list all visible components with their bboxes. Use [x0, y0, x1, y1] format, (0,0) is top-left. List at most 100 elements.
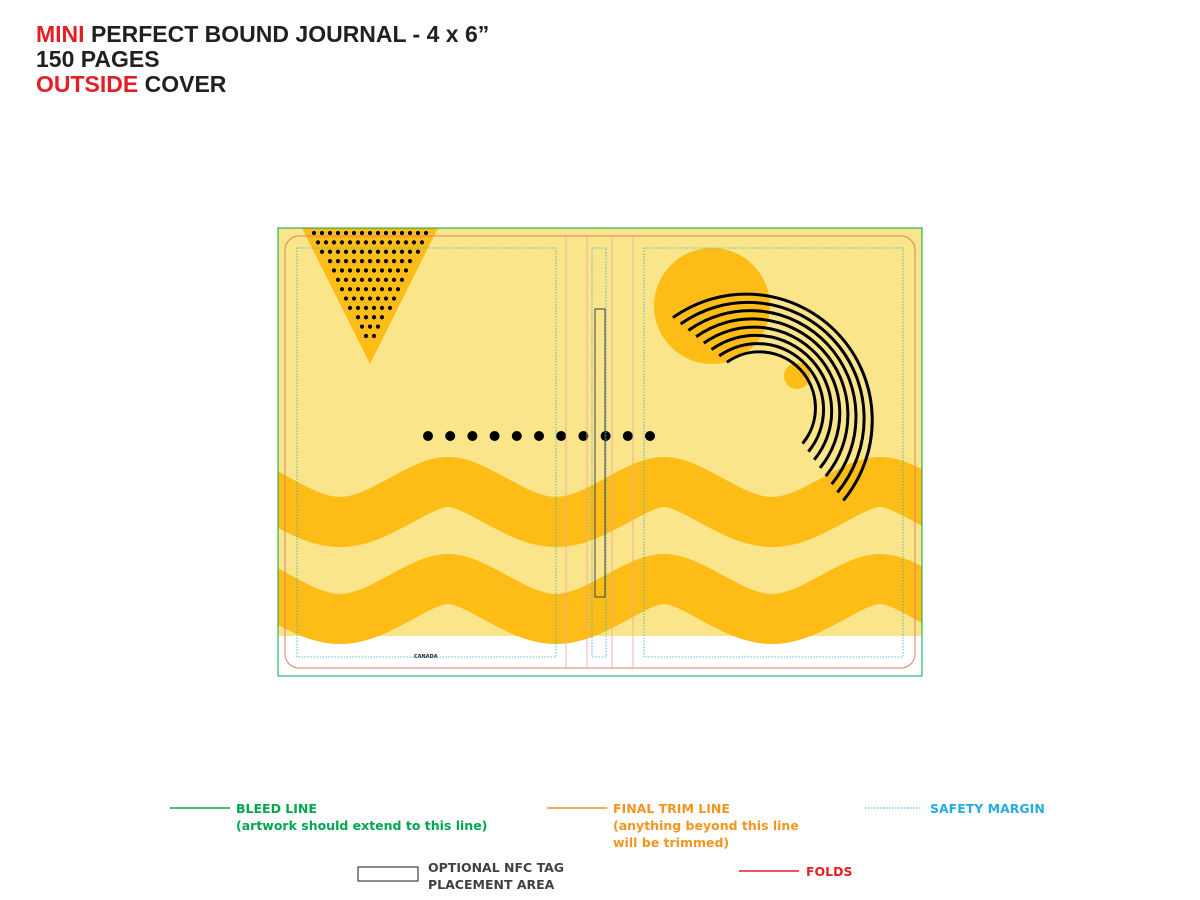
triangle-shape — [302, 228, 438, 364]
triangle-dot — [407, 230, 413, 236]
bottom-blank-band — [278, 636, 922, 676]
legend-nfc-line-1: OPTIONAL NFC TAG — [428, 860, 565, 875]
arc-stroke — [725, 350, 817, 445]
arc-stroke — [687, 309, 858, 486]
triangle-dot — [407, 258, 413, 264]
legend-safety-title: SAFETY MARGIN — [930, 801, 1045, 816]
triangle-dot — [335, 277, 341, 282]
triangle-dot — [391, 249, 397, 254]
triangle-dot — [367, 296, 373, 301]
triangle-dot — [371, 287, 377, 292]
triangle-dot — [415, 230, 421, 236]
triangle-dot — [379, 240, 385, 245]
header-title: PERFECT BOUND JOURNAL - 4 x 6” — [84, 21, 490, 47]
arc-stroke — [679, 300, 866, 494]
fold-lines — [565, 236, 634, 668]
triangle-dot — [363, 333, 369, 339]
triangle-dot — [403, 240, 409, 245]
triangle-dot — [355, 268, 361, 273]
triangle-dot — [387, 240, 393, 245]
safety-margin-spine — [591, 247, 607, 658]
triangle-dot — [367, 230, 373, 236]
triangle-dot — [327, 230, 333, 236]
triangle-dot — [415, 249, 421, 254]
cover-artwork: CANADA — [278, 228, 922, 676]
triangle-dot — [347, 268, 353, 273]
triangle-dot — [367, 258, 373, 264]
triangle-dot — [379, 305, 385, 311]
triangle-dot — [395, 287, 401, 292]
triangle-dot — [343, 249, 349, 254]
triangle-dot — [371, 315, 377, 320]
nfc-placement-area — [594, 308, 606, 598]
wave-upper — [278, 456, 922, 548]
triangle-dot — [399, 230, 405, 236]
triangle-dot — [331, 268, 337, 273]
arc-stroke — [718, 342, 826, 453]
legend-bleed: BLEED LINE (artwork should extend to thi… — [236, 800, 487, 834]
triangle-dot — [343, 277, 349, 282]
triangle-dot — [339, 287, 345, 292]
triangle-dot — [379, 315, 385, 320]
triangle-dot — [383, 258, 389, 264]
header-accent-outside: OUTSIDE — [36, 71, 139, 97]
legend-safety: SAFETY MARGIN — [930, 800, 1045, 817]
triangle-dot — [319, 230, 325, 236]
triangle-dot — [399, 258, 405, 264]
triangle-dot — [391, 230, 397, 236]
legend-trim-note-1: (anything beyond this line — [613, 818, 799, 833]
row-dot — [511, 431, 522, 441]
triangle-dot — [311, 230, 317, 236]
row-dot — [578, 431, 589, 441]
legend-trim: FINAL TRIM LINE (anything beyond this li… — [613, 800, 799, 851]
triangle-dot — [363, 268, 369, 273]
triangle-dot — [371, 305, 377, 311]
triangle-dot — [363, 287, 369, 292]
triangle-dot — [319, 249, 325, 254]
legend-bleed-title: BLEED LINE — [236, 801, 317, 816]
legend-trim-title: FINAL TRIM LINE — [613, 801, 730, 816]
triangle-dot — [343, 296, 349, 301]
large-circle — [654, 248, 770, 364]
row-dot — [622, 431, 633, 441]
triangle-dot — [391, 296, 397, 301]
triangle-dot — [331, 240, 337, 245]
triangle-dot — [347, 287, 353, 292]
safety-margin-back — [296, 247, 557, 658]
triangle-dot — [383, 249, 389, 254]
legend-nfc: OPTIONAL NFC TAG PLACEMENT AREA — [428, 859, 564, 893]
header-line-3: OUTSIDE COVER — [36, 72, 489, 97]
triangle-dot — [359, 277, 365, 282]
triangle-dot — [323, 240, 329, 245]
triangle-dot — [391, 277, 397, 282]
triangle-dot — [355, 287, 361, 292]
legend-folds-title: FOLDS — [806, 864, 853, 879]
triangle-dot — [387, 287, 393, 292]
legend-bleed-note: (artwork should extend to this line) — [236, 818, 488, 833]
triangle-dot — [351, 249, 357, 254]
triangle-dot — [375, 296, 381, 301]
triangle-dot — [367, 324, 373, 329]
triangle-dot — [359, 258, 365, 264]
triangle-dot — [351, 230, 357, 236]
triangle-dot — [399, 277, 405, 282]
dot-row — [423, 431, 655, 441]
triangle-dot — [335, 258, 341, 264]
trim-line — [284, 235, 916, 669]
row-dot — [467, 431, 478, 441]
triangle-dot — [383, 230, 389, 236]
arc-stroke — [702, 325, 842, 469]
concentric-arcs — [672, 292, 874, 502]
header-accent-mini: MINI — [36, 21, 85, 47]
triangle-dot — [351, 296, 357, 301]
triangle-dot — [351, 258, 357, 264]
triangle-dot — [391, 258, 397, 264]
triangle-dot — [379, 268, 385, 273]
triangle-dot — [371, 333, 377, 339]
triangle-dot — [335, 230, 341, 236]
triangle-dot — [387, 268, 393, 273]
triangle-dot — [327, 249, 333, 254]
triangle-dot — [359, 230, 365, 236]
triangle-dot — [327, 258, 333, 264]
